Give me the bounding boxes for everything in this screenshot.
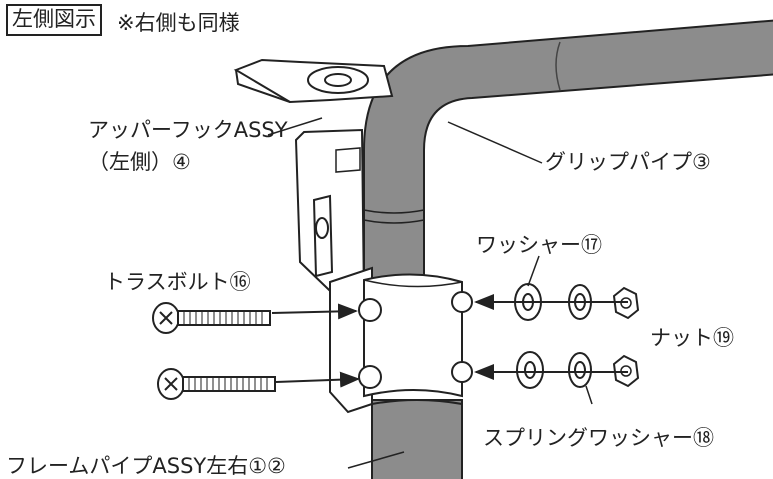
assembly-arrows bbox=[271, 294, 628, 388]
label-truss-bolt: トラスボルト⑯ bbox=[104, 270, 251, 294]
label-upper-hook-side: （左側）④ bbox=[88, 150, 191, 174]
leader-lines bbox=[267, 117, 593, 469]
view-label: 左側図示 bbox=[6, 4, 102, 37]
truss-bolts bbox=[152, 302, 276, 400]
label-washer: ワッシャー⑰ bbox=[476, 233, 602, 257]
label-frame-pipe: フレームパイプASSY左右①② bbox=[6, 454, 286, 478]
label-grip-pipe: グリップパイプ③ bbox=[545, 150, 711, 174]
mirror-note: ※右側も同様 bbox=[117, 11, 240, 35]
frame-pipe bbox=[371, 399, 463, 479]
label-upper-hook: アッパーフックASSY bbox=[88, 118, 288, 142]
washers bbox=[514, 283, 544, 389]
label-nut: ナット⑲ bbox=[650, 326, 734, 350]
clamp-band bbox=[363, 273, 463, 398]
cap-nuts bbox=[358, 291, 473, 389]
label-spring-washer: スプリングワッシャー⑱ bbox=[483, 426, 714, 450]
bolt-threads bbox=[183, 311, 268, 391]
grip-pipe bbox=[363, 19, 773, 301]
upper-hook-top bbox=[233, 58, 394, 104]
